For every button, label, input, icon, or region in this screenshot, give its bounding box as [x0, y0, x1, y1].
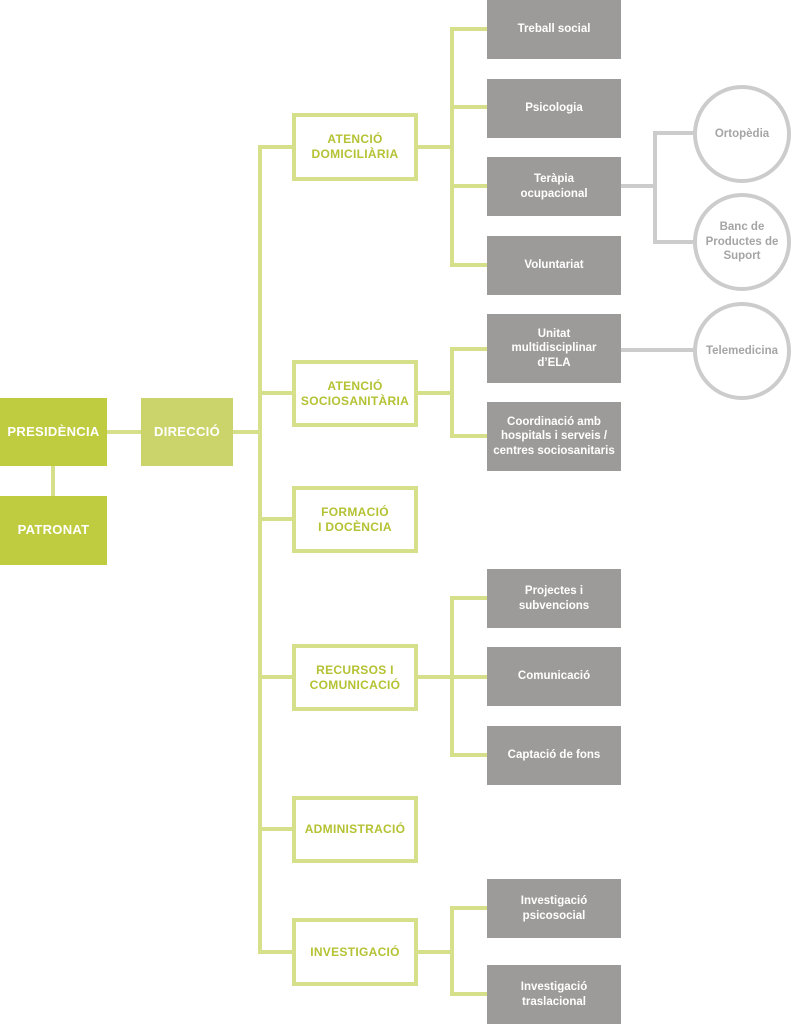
unit-investigacio-psicosocial: Investigació psicosocial: [487, 879, 621, 938]
dept-formacio-docencia: FORMACIÓ I DOCÈNCIA: [292, 486, 418, 553]
unit-psicologia: Psicologia: [487, 79, 621, 138]
dept-atencio-sociosanitaria: ATENCIÓ SOCIOSANITÀRIA: [292, 360, 418, 427]
unit-ela: Unitat multidisciplinar d’ELA: [487, 314, 621, 383]
unit-treball-social: Treball social: [487, 0, 621, 59]
unit-voluntariat: Voluntariat: [487, 236, 621, 295]
service-telemedicina: Telemedicina: [693, 302, 791, 400]
unit-terapia-ocupacional: Teràpia ocupacional: [487, 157, 621, 216]
service-ortopedia: Ortopèdia: [693, 85, 791, 183]
dept-administracio: ADMINISTRACIÓ: [292, 796, 418, 863]
dept-investigacio: INVESTIGACIÓ: [292, 918, 418, 986]
presidencia-box: PRESIDÈNCIA: [0, 398, 107, 466]
dept-recursos-comunicacio: RECURSOS I COMUNICACIÓ: [292, 644, 418, 711]
unit-comunicacio: Comunicació: [487, 647, 621, 706]
unit-captacio: Captació de fons: [487, 726, 621, 785]
dept-atencio-domiciliaria: ATENCIÓ DOMICILIÀRIA: [292, 113, 418, 181]
unit-coordinacio: Coordinació amb hospitals i serveis / ce…: [487, 402, 621, 471]
service-banc-productes: Banc de Productes de Suport: [693, 193, 791, 291]
patronat-box: PATRONAT: [0, 496, 107, 565]
direccio-box: DIRECCIÓ: [141, 398, 233, 466]
unit-projectes: Projectes i subvencions: [487, 569, 621, 628]
unit-investigacio-traslacional: Investigació traslacional: [487, 965, 621, 1024]
